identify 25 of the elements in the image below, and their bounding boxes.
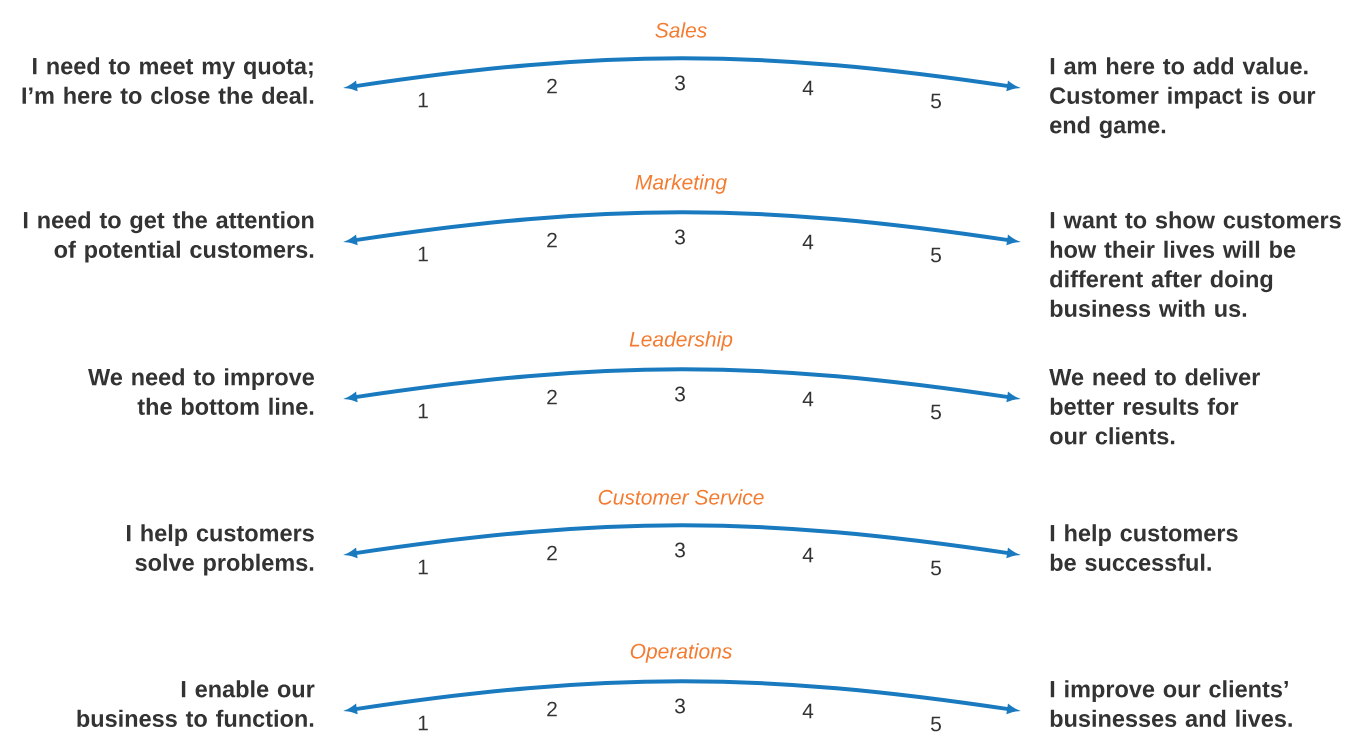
statement-text: I want to show customers how their lives will be different after doing business with us. <box>1050 211 1341 317</box>
scale-number: 5 <box>931 93 941 109</box>
statement-text: We need to deliver better results for our clients. <box>1049 368 1260 445</box>
scale-number: 5 <box>931 247 941 263</box>
statement-text: I need to get the attention of potential customers. <box>23 211 314 263</box>
edge-label: Operations <box>630 643 732 663</box>
statement-text: I am here to add value. Customer impact is our end game. <box>1050 57 1316 139</box>
scale-number: 5 <box>931 404 941 420</box>
edge-label: Customer Service <box>598 489 764 505</box>
edge-label: Sales <box>655 22 707 38</box>
scale-number: 5 <box>931 560 941 576</box>
statement-text: I help customers solve problems. <box>127 524 314 576</box>
scale-number: 1 <box>418 92 428 108</box>
scale-number: 1 <box>418 403 428 419</box>
statement-text: I need to meet my quota; I’m here to close the deal. <box>22 57 314 104</box>
statement-text: I improve our clients’ businesses and lives. <box>1050 680 1292 727</box>
scale-number: 1 <box>418 715 428 731</box>
scale-number: 1 <box>418 559 428 575</box>
statement-text: I help customers be successful. <box>1050 524 1238 571</box>
edge-label: Marketing <box>635 174 727 194</box>
statement-text: I enable our business to function. <box>77 680 315 727</box>
scale-number: 1 <box>418 246 428 262</box>
statement-text: We need to improve the bottom line. <box>88 368 314 415</box>
edge-label: Leadership <box>629 331 733 351</box>
scale-number: 5 <box>931 716 941 732</box>
